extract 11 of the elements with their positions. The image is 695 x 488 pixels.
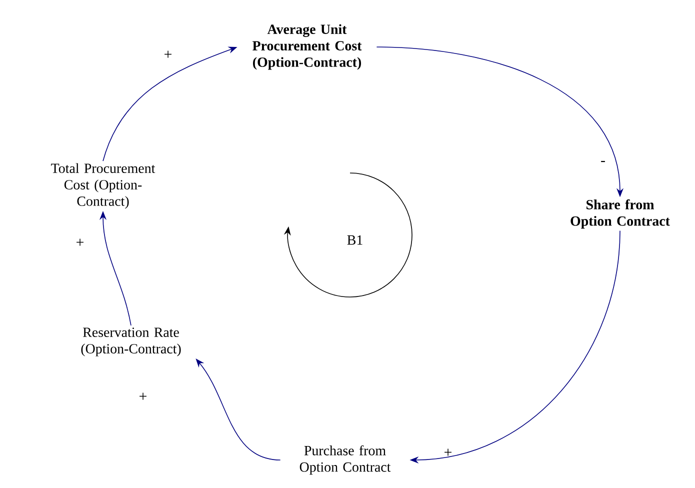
variable-label: Total Procurement Cost (Option-Contract) — [51, 163, 156, 209]
polarity-sign: + — [140, 392, 146, 400]
polarity-sign: - — [601, 160, 605, 162]
loop-label: B1 — [347, 235, 362, 245]
variable-label: Purchase from Option Contract — [300, 445, 391, 475]
polarity-sign: + — [164, 50, 172, 58]
variable-label: Reservation Rate (Option-Contract) — [81, 328, 181, 356]
polarity-sign: + — [444, 448, 452, 456]
polarity-sign: + — [76, 238, 84, 246]
variable-label: Share from Option Contract — [570, 199, 670, 229]
variable-label: Average Unit Procurement Cost (Option-Contract) — [252, 24, 362, 70]
